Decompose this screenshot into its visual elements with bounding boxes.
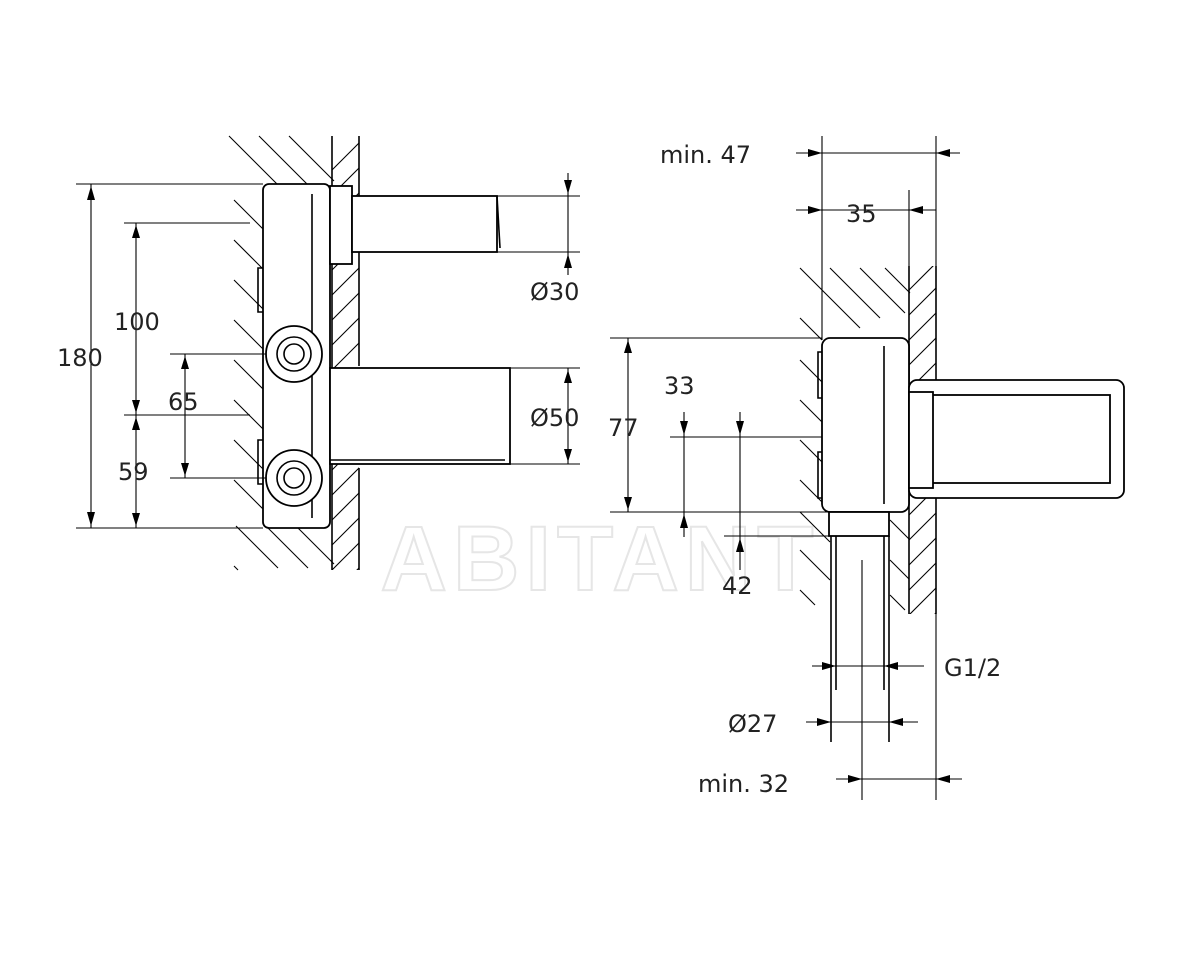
dim-180-label: 180 bbox=[57, 344, 103, 372]
dim-65-label: 65 bbox=[168, 388, 199, 416]
right-wall-hatch bbox=[799, 267, 911, 611]
dim-d50-label: Ø50 bbox=[530, 404, 579, 432]
right-view: min. 47 35 77 33 42 G1/2 Ø27 min. 32 bbox=[608, 136, 1125, 800]
left-wall-hatch bbox=[228, 135, 335, 571]
left-body bbox=[257, 183, 331, 529]
dim-59-label: 59 bbox=[118, 458, 149, 486]
dim-g12-label: G1/2 bbox=[944, 654, 1001, 682]
dim-d27-label: Ø27 bbox=[728, 710, 777, 738]
left-view: 180 100 65 59 Ø30 Ø50 bbox=[57, 135, 580, 571]
dim-min32-label: min. 32 bbox=[698, 770, 789, 798]
watermark: ABITANT bbox=[381, 508, 820, 610]
dim-77-label: 77 bbox=[608, 414, 639, 442]
dim-35-label: 35 bbox=[846, 200, 877, 228]
right-body bbox=[817, 337, 910, 513]
dim-d30-label: Ø30 bbox=[530, 278, 579, 306]
right-handle bbox=[908, 379, 1125, 499]
left-dimensions bbox=[76, 173, 580, 529]
right-dimensions bbox=[610, 136, 962, 800]
dim-42-label: 42 bbox=[722, 572, 753, 600]
left-upper-handle bbox=[329, 185, 501, 265]
right-connection-pipe bbox=[828, 511, 890, 742]
dim-100-label: 100 bbox=[114, 308, 160, 336]
dim-min47-label: min. 47 bbox=[660, 141, 751, 169]
dim-33-label: 33 bbox=[664, 372, 695, 400]
left-lower-spout bbox=[329, 367, 511, 465]
